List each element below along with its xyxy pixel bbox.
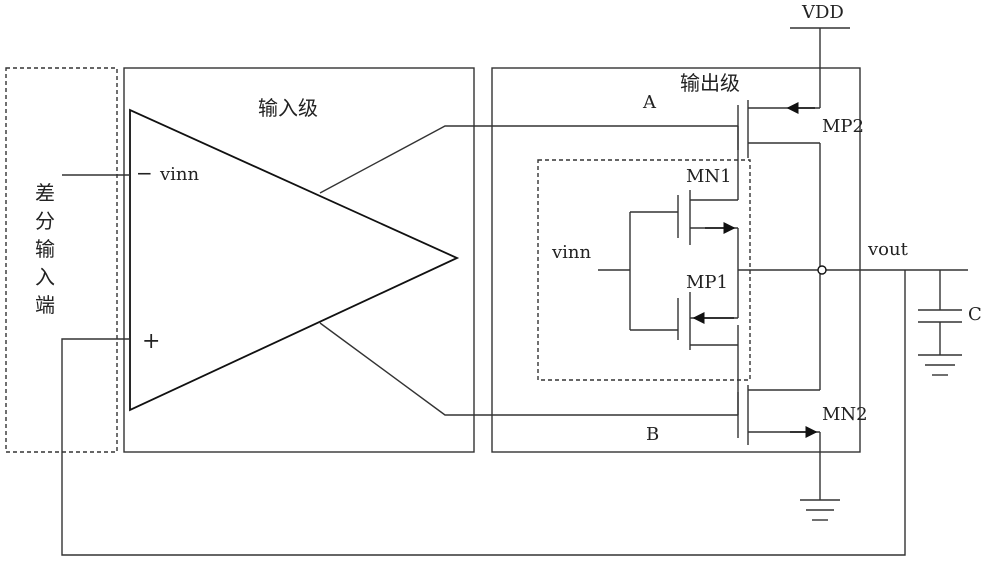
opamp-triangle bbox=[129, 108, 460, 412]
mp2-label: MP2 bbox=[822, 116, 864, 137]
differential-input-label-1: 差分输入端 bbox=[35, 181, 55, 317]
mn1-label: MN1 bbox=[686, 166, 732, 187]
wire-node-a bbox=[319, 125, 738, 194]
differential-input-box bbox=[5, 67, 118, 453]
input-stage-label: 输入级 bbox=[258, 96, 318, 120]
output-stage-box bbox=[491, 67, 861, 453]
mn2-label: MN2 bbox=[822, 404, 868, 425]
vdd-label: VDD bbox=[801, 2, 844, 23]
vout-label: vout bbox=[867, 239, 909, 260]
mp1-label: MP1 bbox=[686, 272, 728, 293]
vinn-input-label: vinn bbox=[159, 164, 200, 185]
vout-junction bbox=[817, 265, 827, 275]
plus-label: + bbox=[142, 329, 160, 354]
output-stage-label: 输出级 bbox=[680, 71, 740, 95]
minus-label: − bbox=[136, 161, 153, 185]
input-stage-box bbox=[123, 67, 475, 453]
vinn-inner-label: vinn bbox=[551, 242, 592, 263]
feedback-wire bbox=[61, 270, 906, 556]
wire-node-b bbox=[319, 322, 738, 416]
inner-inverter-box bbox=[537, 159, 751, 381]
node-b-label: B bbox=[646, 424, 659, 445]
capacitor-label: C bbox=[968, 304, 982, 325]
node-a-label: A bbox=[642, 92, 657, 113]
